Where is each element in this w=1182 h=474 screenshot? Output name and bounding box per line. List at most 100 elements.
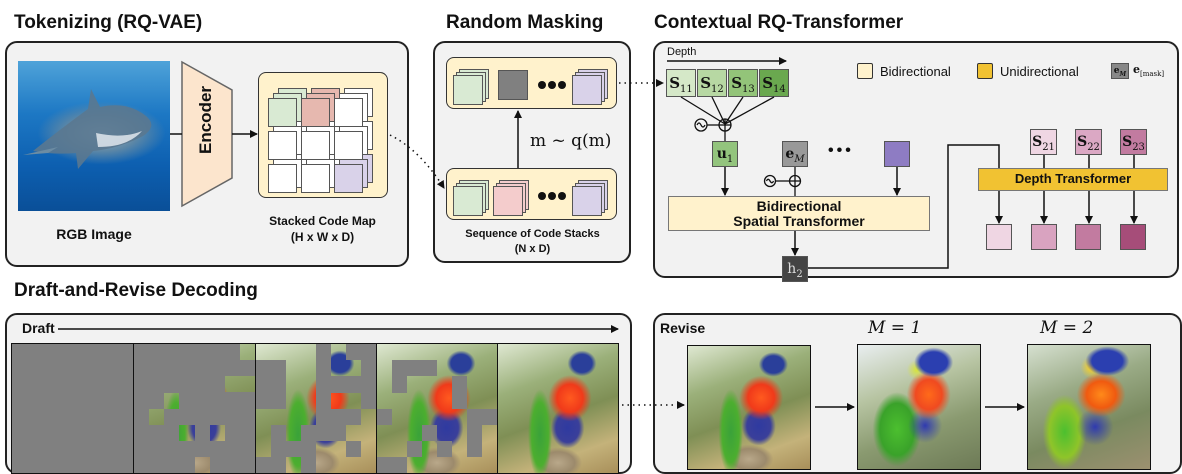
mask-block xyxy=(331,376,347,393)
mask-block xyxy=(194,376,210,393)
mask-block xyxy=(437,440,453,457)
mask-block xyxy=(224,360,240,377)
draft-step-1 xyxy=(11,343,134,474)
mask-block xyxy=(224,424,240,441)
token-mask: eM xyxy=(782,141,808,167)
revise-label: Revise xyxy=(660,320,706,336)
mask-block xyxy=(194,392,210,409)
mask-block xyxy=(179,392,195,409)
mask-block xyxy=(361,376,376,393)
code-s12: S12 xyxy=(697,69,727,97)
output-token-1 xyxy=(986,224,1012,250)
mask-block xyxy=(271,440,287,457)
encoder-label: Encoder xyxy=(196,85,215,154)
masked-token xyxy=(498,70,528,100)
mask-block xyxy=(256,392,272,409)
mask-block xyxy=(361,392,376,409)
mask-block xyxy=(467,408,483,425)
mask-block xyxy=(149,440,165,457)
code-map-label: Stacked Code Map xyxy=(269,214,376,228)
mask-block xyxy=(134,344,150,361)
masking-title: Random Masking xyxy=(446,12,604,33)
mask-block xyxy=(271,392,287,409)
mask-block xyxy=(377,408,393,425)
mask-block xyxy=(316,408,332,425)
code-s23: S23 xyxy=(1120,129,1147,155)
mask-block xyxy=(164,344,180,361)
mask-block xyxy=(149,360,165,377)
depth-transformer: Depth Transformer xyxy=(978,168,1168,191)
depth-label: Depth xyxy=(667,46,697,58)
mask-block xyxy=(407,360,423,377)
mask-block xyxy=(271,424,287,441)
code-s11: S11 xyxy=(666,69,696,97)
mask-block xyxy=(179,440,195,457)
revise-output-m2 xyxy=(1027,344,1151,470)
mask-block xyxy=(149,424,165,441)
mask-block xyxy=(179,344,195,361)
mask-block xyxy=(164,408,180,425)
mask-block xyxy=(256,376,272,393)
token-purple xyxy=(884,141,910,167)
mask-block xyxy=(301,424,317,441)
tokenizing-title: Tokenizing (RQ-VAE) xyxy=(14,12,203,33)
code-tile xyxy=(268,131,297,160)
mask-block xyxy=(361,360,376,377)
mask-block xyxy=(316,344,332,361)
mask-block xyxy=(134,424,150,441)
mask-block xyxy=(149,376,165,393)
mask-block xyxy=(271,360,287,377)
revise-step-1-label: M = 1 xyxy=(868,318,922,338)
mask-block xyxy=(164,360,180,377)
mask-block xyxy=(301,456,317,473)
mask-block xyxy=(271,456,287,473)
sequence-dims: (N x D) xyxy=(514,243,551,255)
mask-block xyxy=(149,456,165,473)
sequence-label: Sequence of Code Stacks xyxy=(465,228,600,240)
mask-block xyxy=(392,456,408,473)
mask-block xyxy=(194,344,210,361)
spatial-transformer: Bidirectional Spatial Transformer xyxy=(668,196,930,231)
mask-block xyxy=(179,360,195,377)
mask-block xyxy=(134,360,150,377)
mask-block xyxy=(224,344,240,361)
draft-step-4 xyxy=(376,343,498,474)
mask-block xyxy=(134,376,150,393)
mask-block xyxy=(377,456,393,473)
mask-block xyxy=(224,440,240,457)
code-tile xyxy=(334,131,363,160)
mask-block xyxy=(209,344,225,361)
draft-step-5 xyxy=(497,343,619,474)
mask-block xyxy=(194,408,210,425)
spatial-label-1: Bidirectional xyxy=(756,198,842,214)
output-token-3 xyxy=(1075,224,1101,250)
mask-block xyxy=(194,424,210,441)
mask-block xyxy=(164,456,180,473)
mask-block xyxy=(407,440,423,457)
mask-block xyxy=(316,376,332,393)
mask-block xyxy=(422,424,438,441)
code-stack xyxy=(572,75,602,105)
draft-label: Draft xyxy=(22,320,55,336)
revise-output-m1 xyxy=(857,344,981,470)
mask-block xyxy=(316,360,332,377)
code-stack xyxy=(493,186,523,216)
revise-input-image xyxy=(687,345,811,470)
rgb-image xyxy=(18,61,170,211)
ellipsis-dot xyxy=(548,192,556,200)
mask-block xyxy=(164,424,180,441)
mask-block xyxy=(209,440,225,457)
mask-block xyxy=(346,376,362,393)
mask-block xyxy=(239,456,255,473)
rgb-image-label: RGB Image xyxy=(56,226,132,242)
ellipsis: ••• xyxy=(828,142,854,159)
shark-icon xyxy=(23,89,152,169)
token-u1: u1 xyxy=(712,141,738,167)
mask-block xyxy=(194,440,210,457)
mask-block xyxy=(256,360,272,377)
mask-block xyxy=(224,392,240,409)
code-stack xyxy=(453,186,483,216)
code-stack xyxy=(453,75,483,105)
output-token-4 xyxy=(1120,224,1146,250)
mask-block xyxy=(316,424,332,441)
